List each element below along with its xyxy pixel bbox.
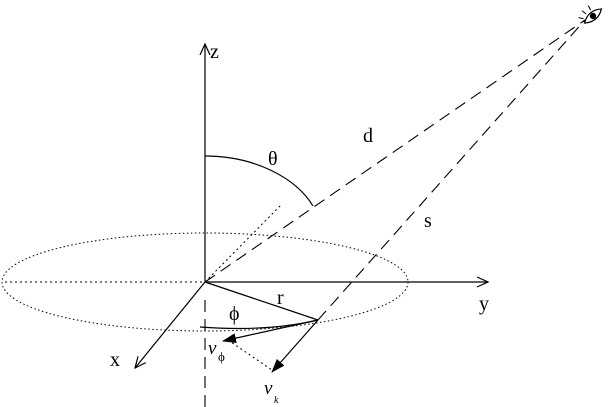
- y-axis-label: y: [479, 293, 489, 315]
- v-phi-subscript: ϕ: [218, 349, 225, 364]
- x-axis-label: x: [110, 349, 120, 371]
- eye-icon: [578, 5, 603, 24]
- v-phi-arrow: [222, 319, 319, 344]
- z-axis-label: z: [210, 41, 219, 63]
- r-label: r: [277, 287, 284, 309]
- v-k-arrow: [271, 319, 319, 373]
- projection-line: [227, 339, 273, 371]
- x-axis: [135, 281, 206, 368]
- sky-plane-line: [204, 203, 283, 283]
- radius-r: [204, 281, 319, 321]
- s-label: s: [424, 210, 432, 232]
- d-label: d: [363, 125, 373, 147]
- theta-arc: [204, 155, 314, 207]
- theta-label: θ: [268, 148, 278, 170]
- v-k-subscript: k: [274, 395, 279, 406]
- v-k-label: v: [264, 378, 273, 399]
- sightline-s: [317, 19, 586, 321]
- phi-label: ϕ: [229, 303, 240, 325]
- v-phi-label: v: [208, 338, 217, 359]
- sightline-d: [204, 19, 586, 283]
